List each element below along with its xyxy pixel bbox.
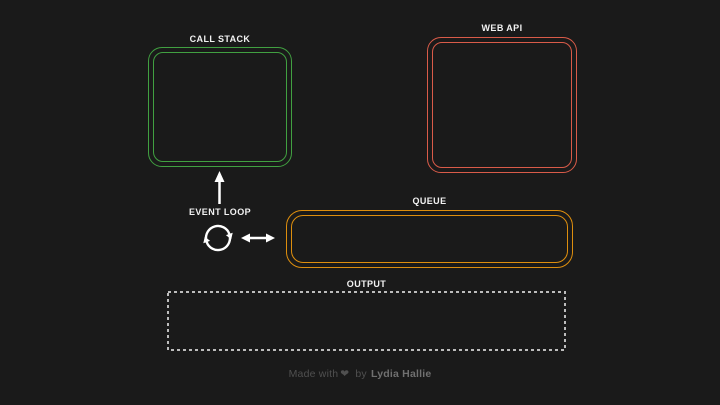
output-box (167, 291, 566, 351)
call-stack-box-inner (153, 52, 287, 162)
credit-by: by (355, 368, 367, 380)
queue-label: QUEUE (412, 196, 447, 206)
credit-author: Lydia Hallie (371, 368, 432, 380)
up-arrow-icon (214, 171, 225, 204)
output-dashed-border (167, 291, 566, 351)
call-stack-label: CALL STACK (189, 34, 251, 44)
heart-icon: ❤ (340, 368, 350, 380)
cycle-refresh-icon (203, 224, 233, 252)
footer-credit: Made with❤ by Lydia Hallie (0, 368, 720, 380)
credit-prefix: Made with (288, 368, 339, 380)
web-api-box (427, 37, 577, 173)
queue-box-inner (291, 215, 568, 263)
queue-box (286, 210, 573, 268)
left-right-arrow-icon (241, 233, 275, 243)
web-api-box-inner (432, 42, 572, 168)
event-loop-label: EVENT LOOP (188, 207, 251, 217)
web-api-label: WEB API (481, 23, 523, 33)
call-stack-box (148, 47, 292, 167)
output-label: OUTPUT (346, 279, 387, 289)
